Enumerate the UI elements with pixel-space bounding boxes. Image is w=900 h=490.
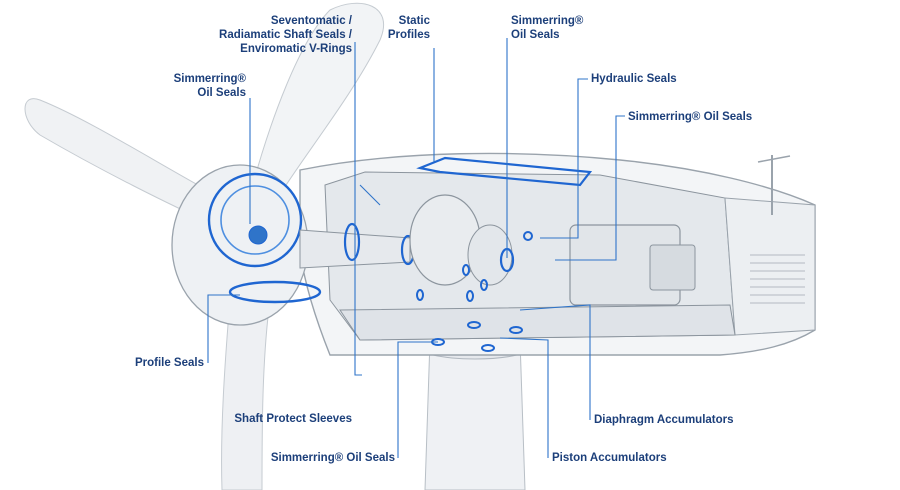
label-simmerring-right: Simmerring® Oil Seals [628,111,753,123]
label-simmerring-top-line1: Simmerring® [511,15,584,27]
generator-terminal-box [649,244,696,291]
rear-vent-grille [750,254,805,304]
pitch-bearing-seal [228,280,322,304]
label-static-profiles-line1: Static [398,15,430,27]
gearbox-planet [467,224,513,286]
roof-profile [416,156,593,187]
label-simmerring-left-line2: Oil Seals [197,87,246,99]
nacelle-rear [724,197,816,336]
label-shaft-protect-sleeves: Shaft Protect Sleeves [234,413,352,425]
hub-center [248,225,268,245]
label-static-profiles: Static Profiles [378,14,430,42]
rotor-blade-bottom [221,299,271,490]
label-profile-seals: Profile Seals [134,357,204,369]
label-seventomatic-line3: Enviromatic V-Rings [240,43,352,55]
floor-accumulators [416,264,523,352]
label-seventomatic-line1: Seventomatic / [270,15,352,27]
anemometer-arm [757,155,791,163]
label-simmerring-left-line1: Simmerring® [173,73,246,85]
label-seventomatic-line2: Radiamatic Shaft Seals / [219,29,352,41]
main-shaft-seal-1 [343,222,361,262]
label-static-profiles-line2: Profiles [387,29,430,41]
label-diaphragm-accumulators: Diaphragm Accumulators [594,414,734,426]
label-simmerring-top-line2: Oil Seals [511,29,560,41]
label-simmerring-left: Simmerring® Oil Seals [170,72,246,100]
label-piston-accumulators: Piston Accumulators [552,452,667,464]
label-simmerring-top: Simmerring® Oil Seals [511,14,583,42]
label-hydraulic-seals: Hydraulic Seals [591,73,677,85]
label-seventomatic-seals: Seventomatic / Radiamatic Shaft Seals / … [198,14,352,56]
hub-bearing-ring [207,172,303,268]
leader-lines [207,38,625,458]
generator-shaft-seal [523,231,533,241]
nacelle-floor [339,304,736,341]
label-simmerring-bottom: Simmerring® Oil Seals [270,452,395,464]
tower [424,339,526,490]
hub-bearing-inner [220,185,290,255]
rotor-blade-left [24,98,226,226]
rotor-blade-top [249,2,385,211]
